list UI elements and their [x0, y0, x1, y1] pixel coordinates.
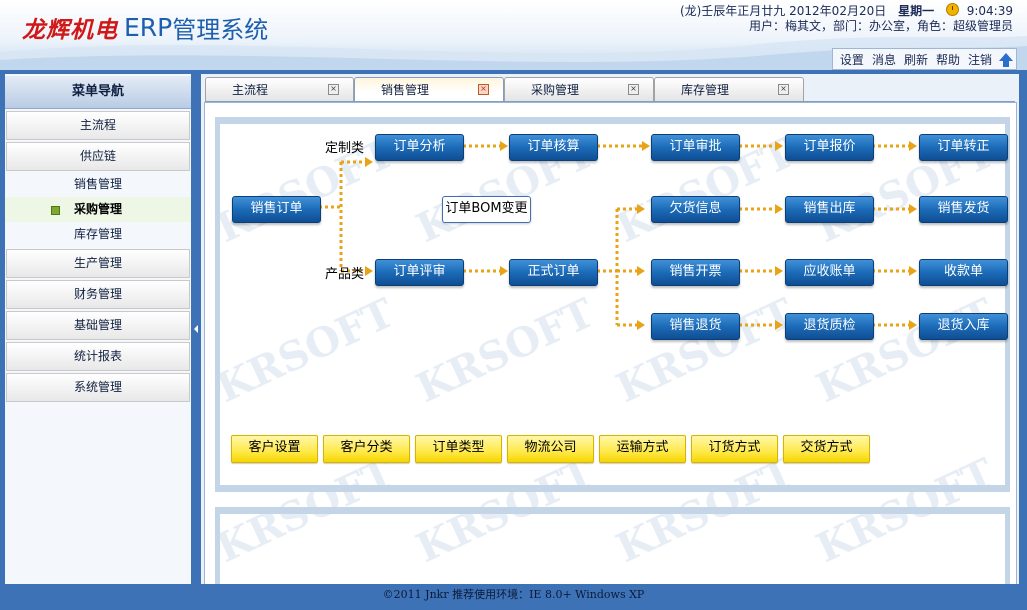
sales-workflow-panel: KRSOFT KRSOFT KRSOFT KRSOFT KRSOFT KRSOF… [204, 102, 1017, 585]
date-text: 2012年02月20日 [789, 4, 887, 18]
category-label-product: 产品类 [325, 267, 365, 282]
header-decoration [0, 36, 1027, 70]
customer-category-button[interactable]: 客户分类 [323, 435, 410, 463]
sidebar-item-supply-chain[interactable]: 供应链 [6, 142, 190, 171]
help-link[interactable]: 帮助 [935, 52, 960, 67]
close-icon[interactable]: × [328, 84, 339, 95]
sidebar-subitem-sales[interactable]: 销售管理 [73, 177, 122, 191]
return-inbound-button[interactable]: 退货入库 [919, 313, 1008, 340]
sidebar: 菜单导航 主流程 供应链 销售管理 采购管理 库存管理 生产管理 财务管理 基础… [5, 74, 191, 584]
order-quote-button[interactable]: 订单报价 [785, 134, 874, 161]
workflow-frame [215, 117, 1010, 492]
header-divider [0, 70, 1027, 74]
sidebar-subitem-inventory[interactable]: 库存管理 [73, 227, 122, 241]
sales-return-button[interactable]: 销售退货 [651, 313, 740, 340]
arrow-heads [365, 141, 917, 330]
lunar-date: (龙)壬辰年正月廿九 [679, 4, 786, 18]
order-analysis-button[interactable]: 订单分析 [375, 134, 464, 161]
sidebar-item-main-flow[interactable]: 主流程 [6, 111, 190, 140]
logo-system-name: 管理系统 [172, 16, 269, 44]
logo-erp: ERP [124, 13, 173, 42]
header-toolbar: 设置 消息 刷新 帮助 注销 [831, 48, 1017, 70]
receipt-bill-button[interactable]: 收款单 [919, 259, 1008, 286]
weekday-text: 星期一 [898, 4, 935, 18]
logo-company-name: 龙辉机电 [22, 17, 118, 44]
sales-outbound-button[interactable]: 销售出库 [785, 196, 874, 223]
sidebar-item-basic[interactable]: 基础管理 [6, 311, 190, 340]
main-content: 主流程 × 销售管理 × 采购管理 × 库存管理 × KRSOFT KRSOFT… [201, 74, 1019, 585]
left-frame-border [0, 74, 5, 584]
workflow-connectors [319, 141, 917, 330]
order-check-button[interactable]: 订单核算 [509, 134, 598, 161]
detail-frame [215, 507, 1010, 584]
receivable-bill-button[interactable]: 应收账单 [785, 259, 874, 286]
refresh-link[interactable]: 刷新 [903, 52, 928, 67]
customer-settings-button[interactable]: 客户设置 [231, 435, 318, 463]
shortage-info-button[interactable]: 欠货信息 [651, 196, 740, 223]
order-approve-button[interactable]: 订单审批 [651, 134, 740, 161]
close-icon[interactable]: × [478, 84, 489, 95]
order-convert-button[interactable]: 订单转正 [919, 134, 1008, 161]
order-review-button[interactable]: 订单评审 [375, 259, 464, 286]
transport-method-button[interactable]: 运输方式 [599, 435, 686, 463]
date-time-line: (龙)壬辰年正月廿九 2012年02月20日 星期一 9:04:39 [680, 2, 1013, 19]
status-text: ©2011 Jnkr 推荐使用环境：IE 8.0+ Windows XP [382, 588, 645, 601]
return-qc-button[interactable]: 退货质检 [785, 313, 874, 340]
settings-link[interactable]: 设置 [839, 52, 864, 67]
sidebar-title: 菜单导航 [5, 76, 191, 109]
category-label-custom: 定制类 [325, 141, 365, 156]
delivery-method-button[interactable]: 交货方式 [783, 435, 870, 463]
status-bar [0, 584, 1027, 610]
collapse-arrow-icon[interactable] [194, 325, 198, 333]
sidebar-item-reports[interactable]: 统计报表 [6, 342, 190, 371]
sidebar-subitem-purchase-label: 采购管理 [73, 202, 122, 216]
active-bullet-icon [51, 206, 60, 215]
tab-inventory[interactable]: 库存管理 × [654, 77, 804, 102]
tab-label: 采购管理 [531, 83, 580, 97]
order-type-button[interactable]: 订单类型 [415, 435, 502, 463]
logistics-company-button[interactable]: 物流公司 [507, 435, 594, 463]
order-bom-change-button[interactable]: 订单BOM变更 [442, 196, 531, 223]
tab-underline [205, 101, 1015, 102]
up-arrow-icon[interactable] [999, 53, 1013, 67]
tab-label: 销售管理 [381, 83, 430, 97]
close-icon[interactable]: × [778, 84, 789, 95]
sidebar-item-system[interactable]: 系统管理 [6, 373, 190, 402]
tab-label: 库存管理 [681, 83, 730, 97]
tab-sales[interactable]: 销售管理 × [354, 77, 504, 102]
tab-main-flow[interactable]: 主流程 × [205, 77, 354, 102]
sales-delivery-button[interactable]: 销售发货 [919, 196, 1008, 223]
sidebar-item-finance[interactable]: 财务管理 [6, 280, 190, 309]
sales-order-button[interactable]: 销售订单 [232, 196, 321, 223]
time-text: 9:04:39 [966, 4, 1013, 18]
logout-link[interactable]: 注销 [967, 52, 992, 67]
user-info: 用户：梅其文，部门：办公室，角色：超级管理员 [748, 19, 1013, 33]
close-icon[interactable]: × [628, 84, 639, 95]
tab-bar: 主流程 × 销售管理 × 采购管理 × 库存管理 × [205, 77, 1015, 102]
messages-link[interactable]: 消息 [871, 52, 896, 67]
sales-invoice-button[interactable]: 销售开票 [651, 259, 740, 286]
sidebar-item-production[interactable]: 生产管理 [6, 249, 190, 278]
tab-purchase[interactable]: 采购管理 × [504, 77, 654, 102]
tab-label: 主流程 [232, 83, 269, 97]
sidebar-subitem-purchase[interactable]: 采购管理 [5, 197, 191, 222]
order-method-button[interactable]: 订货方式 [691, 435, 778, 463]
formal-order-button[interactable]: 正式订单 [509, 259, 598, 286]
clock-icon [945, 3, 959, 16]
right-frame-border [1019, 74, 1027, 584]
